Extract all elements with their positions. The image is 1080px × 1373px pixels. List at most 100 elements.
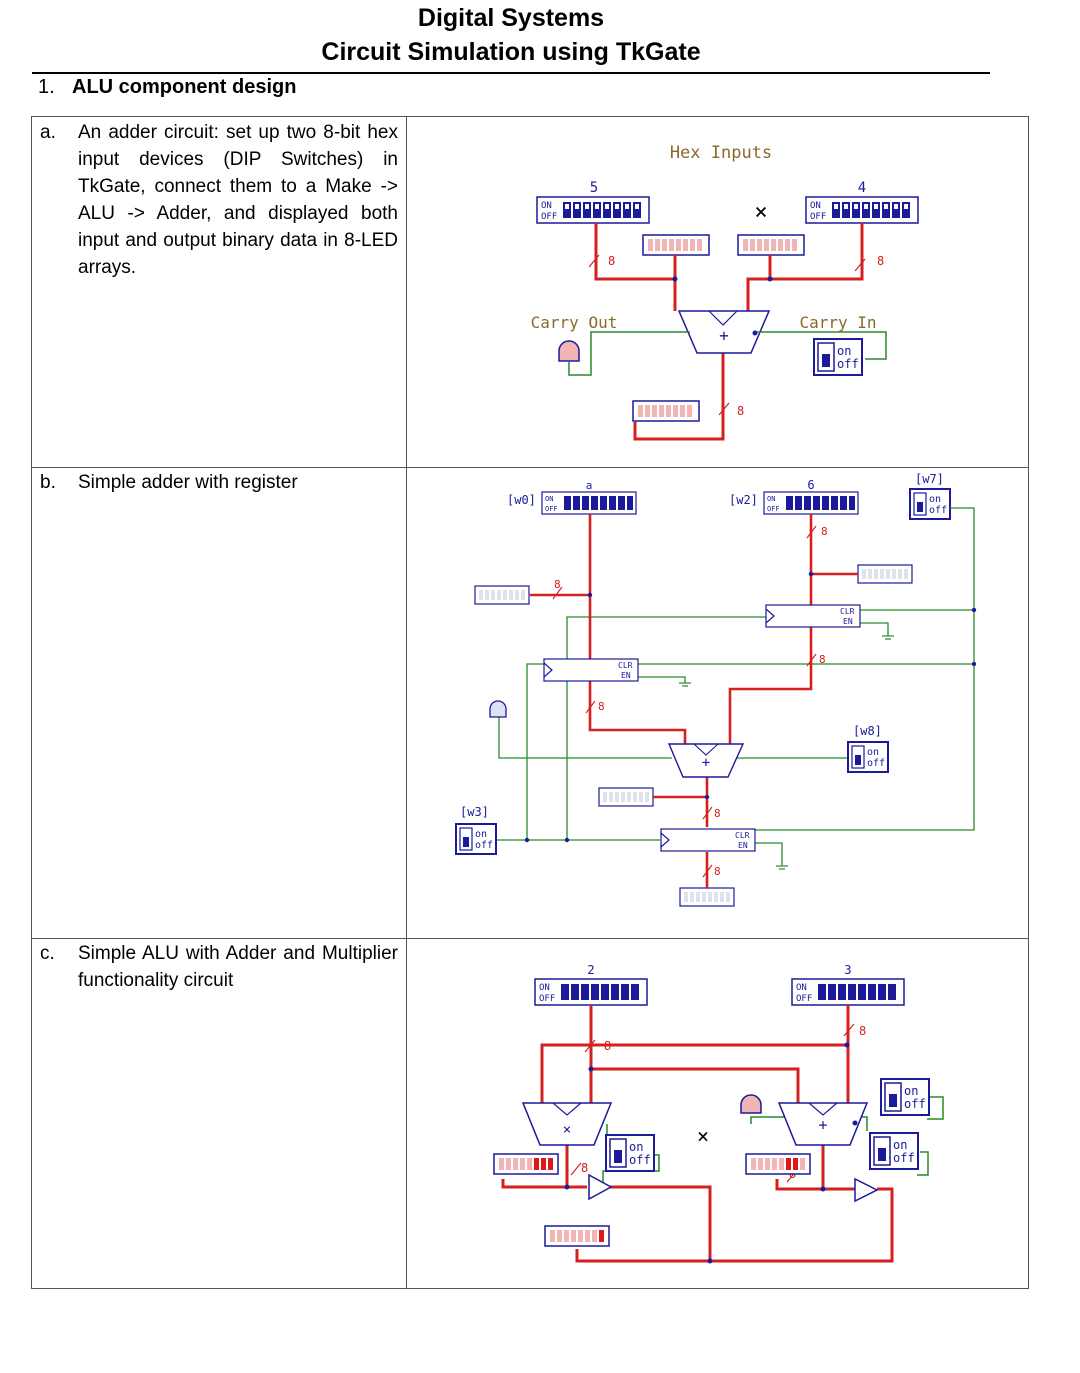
dip-on-label: ON: [810, 201, 821, 211]
en-label: EN: [843, 617, 853, 626]
output-led-array: [632, 400, 700, 422]
item-letter: a.: [40, 122, 56, 143]
dip-right-value: 3: [844, 963, 851, 977]
page-title: Digital Systems: [417, 4, 605, 32]
input-led-array-a: [642, 234, 710, 256]
dip-b-value: 6: [807, 478, 814, 492]
tristate-buffer-mult: [588, 1173, 613, 1201]
wire-label-w8: [w8]: [853, 724, 882, 738]
select-switch-add[interactable]: on off: [869, 1132, 919, 1170]
clr-label: CLR: [840, 607, 855, 616]
bus-width-label: 8: [714, 865, 721, 878]
item-description: Simple adder with register: [78, 472, 298, 493]
switch-off-label: off: [475, 840, 493, 851]
switch-w8[interactable]: on off: [847, 741, 889, 773]
bus-width-label: 8: [714, 807, 721, 820]
bus-wires: [594, 223, 864, 441]
dip-a-value: a: [586, 479, 593, 492]
switch-w3[interactable]: on off: [455, 823, 497, 855]
register-a[interactable]: CLR EN: [543, 658, 639, 682]
adder-register-figure: [w0] ON OFF a [w2] ON OFF 6 [w7] on: [406, 467, 1029, 939]
adder-block[interactable]: [777, 1102, 869, 1146]
switch-off-label: off: [893, 1151, 915, 1165]
section-number: 1.: [38, 76, 55, 98]
dip-on-label: ON: [541, 201, 552, 211]
adder-block[interactable]: [667, 743, 745, 778]
circuits-table: a. An adder circuit: set up two 8-bit he…: [31, 116, 1029, 1289]
multiplier-symbol: ×: [563, 1122, 571, 1138]
carry-out-led: [489, 700, 507, 718]
tristate-buffer-add: [854, 1177, 879, 1203]
adder-circuit-figure: Hex Inputs ON OFF 5 ON OFF 4 ×: [406, 116, 1029, 468]
register-b[interactable]: CLR EN: [765, 604, 861, 628]
ground-symbols: [679, 635, 894, 870]
switch-on-label: on: [867, 747, 879, 758]
fig-title: Hex Inputs: [670, 143, 772, 163]
switch-on-label: on: [629, 1140, 643, 1154]
item-description: Simple ALU with Adder and Multiplier fun…: [78, 943, 398, 991]
bus-width-label: 8: [604, 1039, 611, 1053]
dip-switch-right[interactable]: ON OFF: [805, 196, 919, 224]
switch-off-label: off: [629, 1153, 651, 1167]
register-output[interactable]: CLR EN: [660, 828, 756, 852]
carry-out-label: Carry Out: [531, 313, 618, 332]
switch-on-label: on: [929, 494, 941, 505]
dip-right-value: 4: [858, 180, 866, 196]
dip-switch-b[interactable]: ON OFF: [763, 491, 859, 515]
adder-block[interactable]: [677, 310, 771, 354]
adder-symbol: +: [719, 326, 729, 345]
bus-width-label: 8: [554, 578, 561, 591]
mult-result-led-array: [493, 1153, 559, 1175]
select-switch-mult[interactable]: on off: [605, 1134, 655, 1172]
cross-marker: ×: [754, 200, 767, 225]
table-row: c. Simple ALU with Adder and Multiplier …: [31, 938, 1029, 1289]
bus-width-label: 8: [819, 653, 826, 666]
en-label: EN: [738, 841, 748, 850]
dip-switch-a[interactable]: ON OFF: [541, 491, 637, 515]
adder-symbol: +: [818, 1116, 827, 1134]
bus-wires: [530, 514, 858, 888]
dip-switch-left[interactable]: ON OFF: [534, 978, 648, 1006]
dip-on-label: ON: [539, 983, 550, 993]
output-led-array: [544, 1225, 610, 1247]
switch-w7[interactable]: on off: [909, 488, 951, 520]
carry-in-switch[interactable]: on off: [813, 338, 863, 376]
bus-width-ticks: [588, 254, 866, 416]
clr-label: CLR: [618, 661, 633, 670]
control-wires: [497, 507, 975, 866]
item-letter: c.: [40, 943, 55, 964]
dip-off-label: OFF: [539, 994, 555, 1004]
item-letter: b.: [40, 472, 56, 493]
dip-switch-right[interactable]: ON OFF: [791, 978, 905, 1006]
en-label: EN: [621, 671, 631, 680]
switch-off-label: off: [929, 505, 947, 516]
carry-out-led: [740, 1094, 762, 1114]
title-rule: [32, 72, 990, 74]
dip-off-label: OFF: [541, 212, 557, 222]
switch-off-label: off: [837, 357, 859, 371]
bus-width-label: 8: [859, 1024, 866, 1038]
dip-off-label: OFF: [767, 505, 780, 513]
carry-out-led: [558, 340, 580, 362]
wire-label-w0: [w0]: [507, 493, 536, 507]
bus-width-label: 8: [877, 254, 884, 268]
switch-off-label: off: [904, 1097, 926, 1111]
wire-label-w3: [w3]: [460, 805, 489, 819]
table-row: a. An adder circuit: set up two 8-bit he…: [31, 116, 1029, 468]
dip-switch-left[interactable]: ON OFF: [536, 196, 650, 224]
table-row: b. Simple adder with register: [31, 467, 1029, 939]
switch-on-label: on: [904, 1084, 918, 1098]
section-label: ALU component design: [72, 76, 297, 98]
multiplier-block[interactable]: [521, 1102, 613, 1146]
led-array: [474, 585, 530, 605]
switch-on-label: on: [893, 1138, 907, 1152]
row-text-cell: b. Simple adder with register: [31, 467, 407, 939]
carry-in-switch[interactable]: on off: [880, 1078, 930, 1116]
switch-off-label: off: [867, 758, 885, 769]
led-array: [857, 564, 913, 584]
dip-off-label: OFF: [545, 505, 558, 513]
bus-width-label: 8: [608, 254, 615, 268]
input-led-array-b: [737, 234, 805, 256]
item-description: An adder circuit: set up two 8-bit hex i…: [78, 122, 398, 278]
alu-diagram: 2 ON OFF 3 ON OFF: [493, 963, 944, 1264]
